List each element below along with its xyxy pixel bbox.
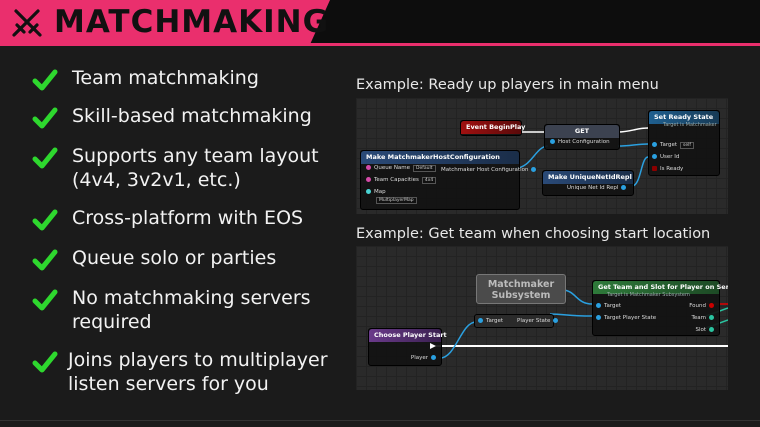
pin-target-player-state[interactable]: Target Player State (593, 315, 656, 321)
pin-is-ready[interactable]: Is Ready (649, 166, 683, 172)
pin-unique-netid-out[interactable]: Unique Net Id Repl (567, 185, 629, 191)
checkmark-icon (32, 69, 58, 91)
feature-text: Cross-platform with EOS (72, 207, 304, 229)
crossed-swords-icon (12, 9, 42, 37)
pin-found[interactable]: Found (689, 303, 717, 309)
feature-text: Queue solo or parties (72, 247, 277, 269)
node-make-host-config[interactable]: Make MatchmakerHostConfiguration Queue N… (360, 150, 537, 210)
node-title: Matchmaker Subsystem (487, 279, 555, 301)
blueprint-graph-2[interactable]: Matchmaker Subsystem Get Team and Slot f… (356, 246, 728, 390)
header-accent (0, 0, 330, 44)
node-matchmaker-subsystem[interactable]: Matchmaker Subsystem (476, 274, 566, 304)
page-title: MATCHMAKING (54, 4, 330, 40)
checkmark-icon (32, 209, 58, 231)
pin-target[interactable]: Target (475, 318, 503, 324)
feature-text: Supports any team layout(4v4, 3v2v1, etc… (72, 145, 319, 191)
node-get-team-and-slot[interactable]: Get Team and Slot for Player on Server T… (592, 280, 728, 336)
example1-caption: Example: Ready up players in main menu (356, 77, 659, 93)
checkmark-icon (32, 351, 58, 373)
pin-player[interactable]: Player (411, 355, 439, 361)
node-title: Get Team and Slot for Player on Server (593, 281, 728, 294)
feature-text: Skill-based matchmaking (72, 105, 312, 127)
pin-team[interactable]: Team (691, 315, 717, 321)
node-title: Event BeginPlay (461, 121, 525, 134)
pin-host-configuration[interactable]: Host Configuration (547, 139, 610, 145)
node-title: Make MatchmakerHostConfiguration (361, 151, 519, 164)
node-get[interactable]: GET Host Configuration (544, 124, 620, 150)
pin-player-state[interactable]: Player State (517, 318, 561, 324)
checkmark-icon (32, 249, 58, 271)
node-break-player-state[interactable]: Target Player State (474, 314, 559, 328)
pin-user-id[interactable]: User Id (649, 154, 679, 160)
node-subtitle: Target is Matchmaker Subsystem (607, 292, 690, 298)
feature-text: Team matchmaking (72, 67, 259, 89)
checkmark-icon (32, 107, 58, 129)
node-title: Choose Player Start (369, 329, 447, 342)
pin-map[interactable]: Map (363, 189, 386, 195)
example2-caption: Example: Get team when choosing start lo… (356, 226, 711, 242)
footer-divider (0, 420, 760, 421)
node-event-beginplay[interactable]: Event BeginPlay (460, 120, 525, 136)
blueprint-graph-1[interactable]: Event BeginPlay GET Host Configuration S… (356, 98, 728, 214)
map-dropdown[interactable]: MultiplayerMap (373, 197, 417, 204)
exec-pin[interactable] (427, 343, 439, 350)
pin-slot[interactable]: Slot (695, 327, 717, 333)
node-title: Make UniqueNetIdRepl (543, 171, 633, 184)
pin-target[interactable]: Target (593, 303, 621, 309)
node-choose-player-start[interactable]: Choose Player Start Player (368, 328, 447, 366)
node-set-ready-state[interactable]: Set Ready State Target is Matchmaker Tar… (648, 110, 720, 176)
header-underline (0, 43, 760, 46)
checkmark-icon (32, 147, 58, 169)
node-title: Set Ready State (649, 111, 719, 124)
node-make-unique-netid[interactable]: Make UniqueNetIdRepl Unique Net Id Repl (542, 170, 634, 196)
node-subtitle: Target is Matchmaker (663, 122, 717, 128)
header-banner: MATCHMAKING (0, 0, 760, 46)
pin-host-config-out[interactable]: Matchmaker Host Configuration (441, 167, 539, 173)
checkmark-icon (32, 289, 58, 311)
node-title: GET (545, 125, 619, 138)
